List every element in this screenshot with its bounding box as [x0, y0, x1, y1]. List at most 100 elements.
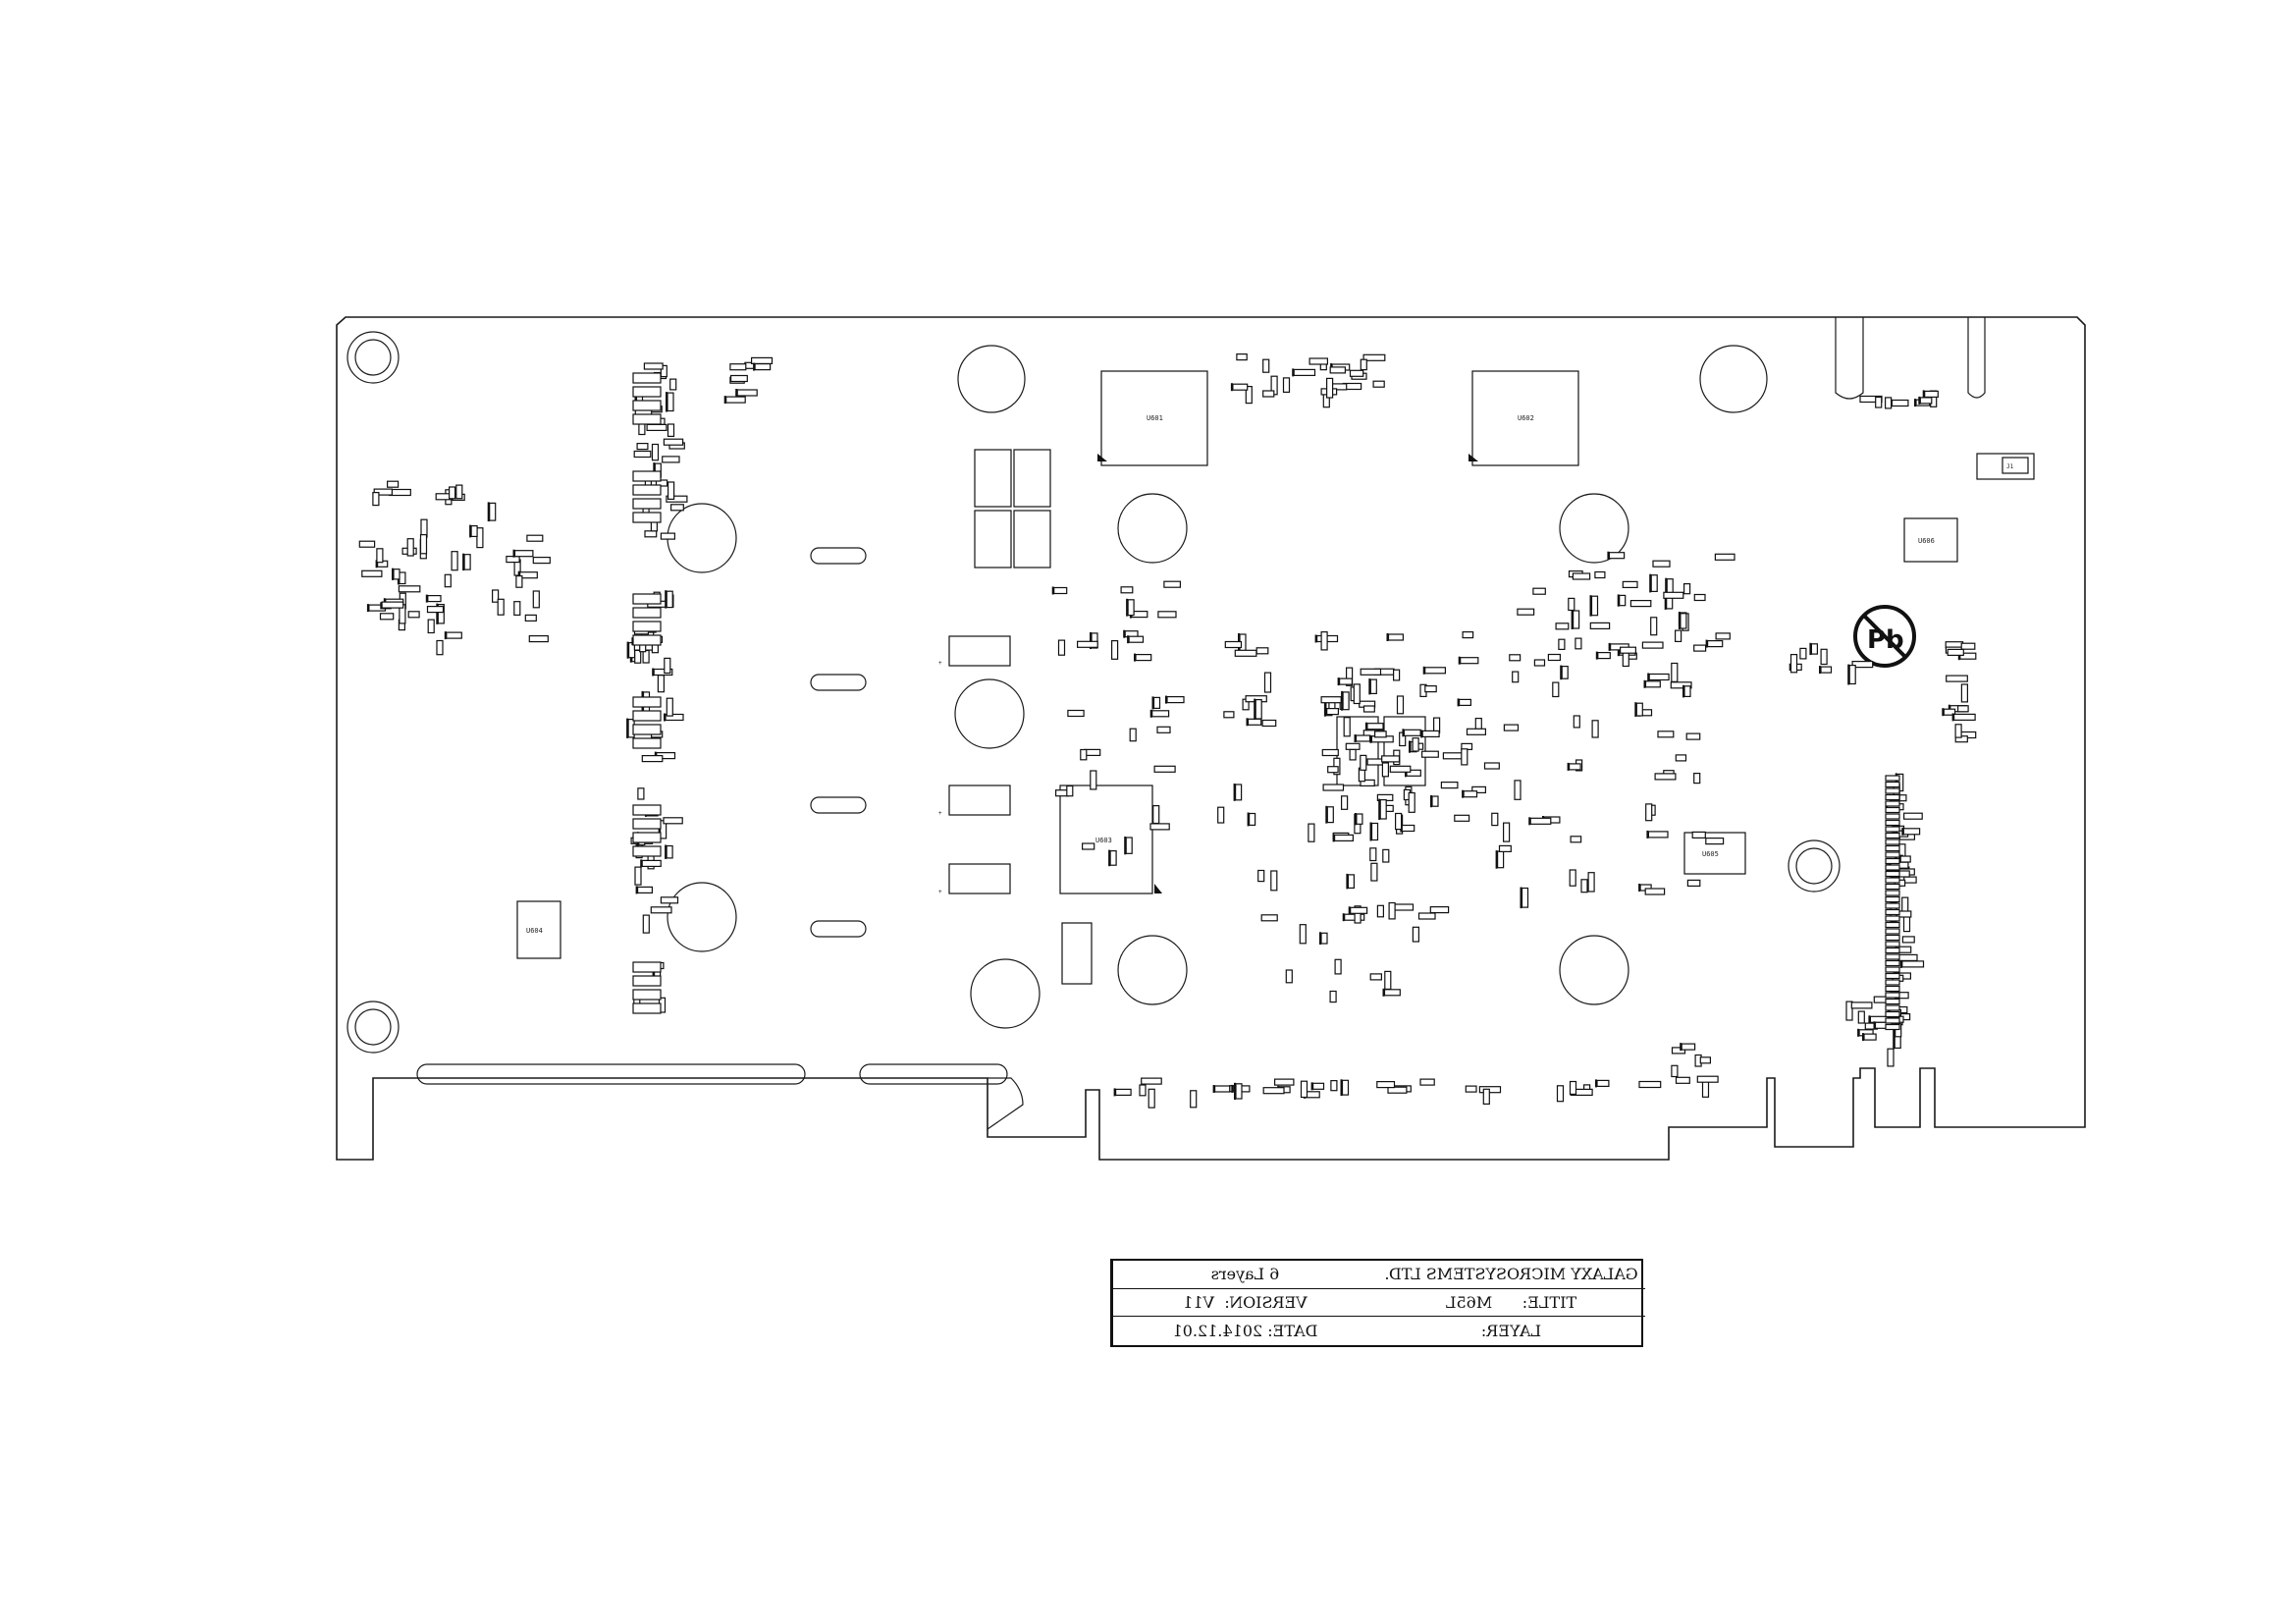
smd-pad [425, 594, 428, 603]
smd-pad [1705, 639, 1708, 648]
header-pin [1885, 781, 1900, 788]
header-pin [1885, 895, 1900, 903]
smd-pad [640, 859, 643, 868]
smd-component [1952, 713, 1976, 722]
smd-pad [1862, 1033, 1864, 1042]
smd-component [1891, 399, 1909, 407]
smd-component [1465, 1085, 1477, 1093]
smd-component [1080, 748, 1088, 761]
header-pin [1885, 813, 1900, 820]
smd-component [632, 818, 662, 830]
smd-pad [1134, 653, 1136, 662]
smd-component [1521, 887, 1529, 908]
smd-pad [1332, 834, 1335, 842]
smd-component [1408, 791, 1415, 813]
title-block: 6 Layers GALAXY MICROSYSTEMS LTD. VERSIO… [1110, 1259, 1645, 1347]
smd-pad [462, 553, 465, 571]
smd-component [1320, 696, 1342, 704]
smd-component [446, 631, 462, 639]
smd-component [632, 400, 662, 411]
smd-component [662, 456, 680, 463]
smd-component [1683, 685, 1691, 697]
smd-component [651, 443, 660, 461]
power-inductor-block [974, 449, 1051, 568]
smd-component [1345, 742, 1361, 750]
smd-component [1345, 667, 1354, 686]
smd-component [1350, 906, 1368, 914]
smd-component [1232, 383, 1249, 391]
smd-component [663, 817, 683, 825]
smd-pad [1462, 789, 1465, 798]
smd-component [632, 621, 662, 632]
smd-component [1693, 593, 1706, 602]
smd-component [1529, 817, 1552, 825]
smd-component [1580, 879, 1588, 893]
smd-component [1329, 990, 1337, 1003]
edge-slot-2 [859, 1063, 1008, 1085]
smd-component [1392, 669, 1401, 681]
smd-component [1570, 836, 1582, 843]
smd-component [632, 845, 662, 857]
smd-component [1556, 1085, 1565, 1103]
smd-component [372, 492, 380, 507]
smd-pad [626, 641, 629, 659]
smd-component [1657, 731, 1675, 738]
smd-component [1330, 1079, 1338, 1092]
smd-component [1383, 989, 1401, 997]
smd-component [1820, 648, 1828, 666]
smd-component [1462, 630, 1474, 639]
edge-slot [416, 1063, 806, 1085]
smd-component [1901, 896, 1909, 913]
smd-component [1381, 755, 1401, 763]
smd-component [406, 538, 414, 557]
smd-component [1693, 644, 1707, 652]
smd-component [1366, 723, 1384, 731]
smd-component [1705, 837, 1725, 845]
ic-u605: U605 [1683, 832, 1746, 875]
smd-pad [1617, 648, 1620, 657]
smd-pad [366, 604, 369, 613]
smd-component [1110, 639, 1119, 660]
smd-component [1458, 698, 1471, 707]
smd-component [1671, 1064, 1679, 1078]
smd-pad [665, 844, 667, 859]
smd-component [1947, 648, 1964, 657]
large-capacitor [667, 503, 737, 573]
smd-component [1370, 862, 1378, 882]
smd-component [1619, 646, 1636, 654]
smd-component [1349, 748, 1357, 761]
smd-pad [1165, 695, 1167, 704]
header-pin [1885, 915, 1900, 922]
smd-component [643, 362, 664, 370]
smd-component [632, 607, 662, 619]
smd-component [1644, 888, 1666, 895]
smd-pad [735, 389, 738, 397]
header-pin [1885, 902, 1900, 909]
header-pin [1885, 1023, 1900, 1031]
smd-component [1857, 1010, 1865, 1024]
smd-component [1340, 795, 1349, 810]
smd-pad [1649, 573, 1652, 593]
smd-pad [1108, 849, 1111, 867]
smd-pad [444, 631, 447, 640]
smd-pad [1310, 1082, 1313, 1091]
smd-component [1384, 970, 1392, 991]
smd-pad [1420, 730, 1423, 738]
smd-component [1285, 969, 1293, 984]
smd-pad [1325, 805, 1328, 824]
smd-component [667, 423, 675, 437]
smd-pad [1231, 1084, 1234, 1093]
smd-component [1902, 812, 1923, 820]
smd-component [632, 386, 662, 398]
smd-component [1635, 702, 1643, 717]
smd-pad [1528, 817, 1531, 826]
smd-component [1326, 707, 1339, 716]
smd-component [1369, 678, 1377, 694]
smd-component [1419, 1078, 1435, 1086]
svg-text:U601: U601 [1147, 414, 1163, 422]
smd-component [632, 804, 662, 816]
smd-component [1376, 904, 1385, 918]
smd-component [1461, 748, 1468, 766]
smd-component [1699, 1056, 1712, 1064]
smd-component [1491, 812, 1499, 827]
